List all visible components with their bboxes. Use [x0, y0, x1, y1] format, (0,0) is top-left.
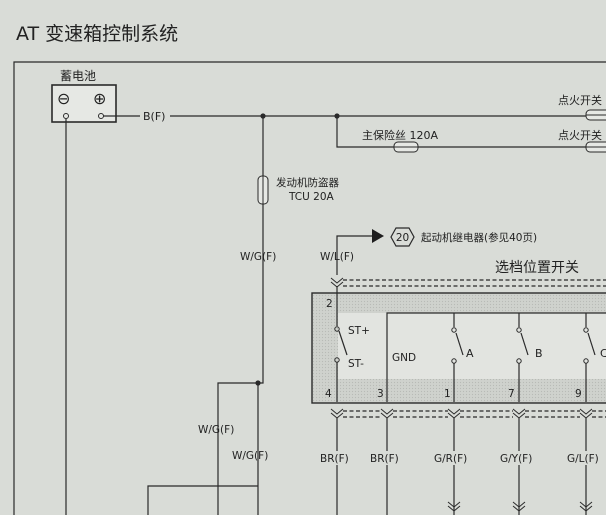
ignition-fuse-2	[585, 141, 606, 153]
ignition-fuse-1	[585, 109, 606, 121]
main-fuse-branch-wire	[336, 116, 394, 148]
relay-hexagon-icon	[390, 227, 415, 247]
switch-c	[583, 313, 596, 402]
main-fuse	[393, 141, 419, 153]
connector-chevrons-bottom	[330, 408, 593, 419]
wire-label-wg-1: W/G(F)	[240, 251, 276, 263]
wire-label-gr: G/R(F)	[434, 453, 467, 465]
page-title: AT 变速箱控制系统	[16, 23, 178, 45]
switch-c-label: C	[600, 347, 606, 360]
main-fuse-label: 主保险丝 120A	[362, 128, 438, 142]
anti-theft-label: 发动机防盗器	[276, 176, 339, 189]
connector-chevrons-lower	[447, 501, 593, 512]
relay-reference-label: 起动机继电器(参见40页)	[421, 231, 537, 244]
connector-dashed-bottom	[343, 410, 606, 418]
wire-label-gy: G/Y(F)	[500, 453, 532, 465]
frame-border	[13, 61, 606, 515]
pin-9: 9	[575, 388, 582, 400]
switch-b	[516, 313, 529, 402]
st-plus-label: ST+	[348, 325, 370, 337]
pin-4: 4	[325, 388, 332, 400]
battery: ⊖ ⊕	[51, 84, 117, 123]
wire-label-br-2: BR(F)	[370, 453, 399, 465]
st-switch-contact	[338, 330, 348, 356]
pin-7: 7	[508, 388, 515, 400]
wire-label-gl: G/L(F)	[567, 453, 599, 465]
anti-theft-fuse	[257, 175, 269, 205]
gnd-label: GND	[392, 352, 416, 364]
switch-b-label: B	[535, 347, 543, 360]
relay-arrow-icon	[372, 229, 384, 243]
battery-label: 蓄电池	[60, 69, 96, 83]
connector-chevron-top	[330, 277, 344, 288]
pin-1: 1	[444, 388, 451, 400]
wire-label-wg-3: W/G(F)	[232, 450, 268, 462]
anti-theft-rating: TCU 20A	[288, 191, 335, 203]
ignition-switch-label-1: 点火开关	[558, 93, 602, 107]
wg-left-branch-wire	[217, 382, 264, 515]
relay-link-wire	[336, 235, 372, 245]
pin-3: 3	[377, 388, 384, 400]
battery-plus-icon: ⊕	[93, 89, 106, 108]
relay-number: 20	[396, 232, 409, 244]
wire-label-br-1: BR(F)	[320, 453, 349, 465]
st-minus-label: ST-	[348, 358, 364, 370]
selector-title: 选档位置开关	[495, 260, 579, 276]
switch-a	[451, 313, 464, 402]
wire-label-bf: B(F)	[143, 110, 165, 123]
ignition-switch-label-2: 点火开关	[558, 128, 602, 142]
gnd-bus-wire	[386, 312, 606, 402]
pin-2: 2	[326, 298, 333, 310]
wire-label-wg-2: W/G(F)	[198, 424, 234, 436]
bottom-left-wire	[147, 485, 258, 515]
connector-dashed-top	[343, 279, 606, 287]
switch-a-label: A	[466, 347, 474, 360]
battery-minus-icon: ⊖	[57, 89, 70, 108]
